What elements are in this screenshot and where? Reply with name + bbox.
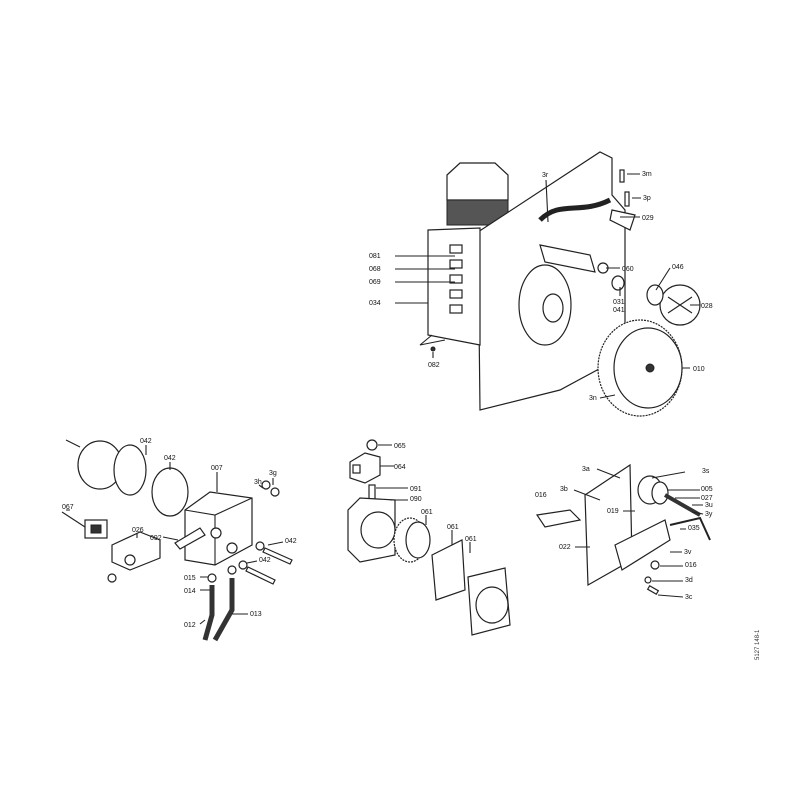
coil-026	[107, 531, 161, 583]
o-ring-part	[113, 444, 147, 496]
part-label: 061	[465, 536, 477, 543]
part-label: 3y	[705, 511, 713, 518]
pump-block-group: 042 042 007 3h 3g 067 026 092 042 042 01…	[61, 438, 297, 642]
part-label: 026	[132, 527, 144, 534]
part-label: 091	[410, 486, 422, 493]
part-label: 013	[250, 611, 262, 618]
part-label: 3d	[685, 577, 693, 584]
part-label: 012	[184, 622, 196, 629]
transformer-005	[637, 475, 701, 517]
part-label: 046	[672, 264, 684, 271]
filter-061	[393, 517, 431, 563]
part-label: 016	[685, 562, 697, 569]
part-label: 019	[607, 508, 619, 515]
screw-part	[430, 169, 636, 352]
valve-block-007	[184, 491, 253, 566]
part-label: 092	[150, 535, 162, 542]
part-label: 042	[164, 455, 176, 462]
part-label: 015	[184, 575, 196, 582]
motor-part	[518, 264, 572, 346]
part-label: 3m	[642, 171, 652, 178]
part-label: 3p	[643, 195, 651, 202]
part-label: 3n	[589, 395, 597, 402]
part-label: 060	[622, 266, 634, 273]
part-label: 010	[693, 366, 705, 373]
ring-nut-part	[151, 467, 189, 517]
terminal-block	[427, 227, 481, 346]
part-label: 082	[428, 362, 440, 369]
part-label: 3s	[702, 468, 710, 475]
plug-067	[61, 511, 108, 539]
part-label: 016	[535, 492, 547, 499]
ignition-bracket	[614, 519, 671, 571]
part-label: 3b	[560, 486, 568, 493]
part-label: 042	[285, 538, 297, 545]
capacitor-part	[539, 244, 596, 273]
part-label: 027	[701, 495, 713, 502]
part-label: 029	[642, 215, 654, 222]
part-label: 014	[184, 588, 196, 595]
nut-065	[366, 439, 378, 451]
part-label: 3h	[254, 479, 262, 486]
drawing-code: 5127 148-1	[755, 629, 761, 660]
part-label: 3g	[269, 470, 277, 477]
housing-group: 3r 3m 3p 029 081 068 069 034 060 046 031…	[369, 151, 713, 417]
stem-092	[174, 527, 206, 550]
electrode-016	[535, 509, 582, 528]
part-label: 064	[394, 464, 406, 471]
part-label: 042	[259, 557, 271, 564]
part-label: 061	[421, 509, 433, 516]
part-label: 035	[688, 525, 700, 532]
fan-wheel-part	[597, 319, 683, 417]
bolts	[238, 480, 293, 585]
part-label: 3v	[684, 549, 692, 556]
part-label: 022	[559, 544, 571, 551]
part-label: 041	[613, 307, 625, 314]
part-label: 028	[701, 303, 713, 310]
part-label: 065	[394, 443, 406, 450]
cable-part	[538, 197, 612, 222]
pump-body	[347, 497, 396, 563]
part-label: 067	[62, 504, 74, 511]
part-label: 007	[211, 465, 223, 472]
part-label: 069	[369, 279, 381, 286]
oil-pump-group: 065 064 091 090 061 061 061	[347, 439, 511, 636]
part-label: 3r	[542, 172, 549, 179]
cover-part	[467, 567, 511, 636]
gasket-061	[431, 539, 466, 601]
nozzle-holder-part	[65, 439, 123, 490]
part-label: 3c	[685, 594, 693, 601]
part-label: 034	[369, 300, 381, 307]
coil-064	[349, 452, 381, 484]
part-label: 068	[369, 266, 381, 273]
hoses-012-013	[202, 565, 237, 642]
part-label: 042	[140, 438, 152, 445]
transformer-part	[446, 162, 509, 226]
ignition-group: 3a 3s 3b 005 016 027 3u 3y 019 035 022 3…	[535, 463, 713, 601]
part-label: 031	[613, 299, 625, 306]
cable-035	[669, 516, 711, 541]
part-label: 061	[447, 524, 459, 531]
part-label: 3u	[705, 502, 713, 509]
part-label: 090	[410, 496, 422, 503]
part-label: 3a	[582, 466, 590, 473]
part-label: 005	[701, 486, 713, 493]
part-label: 081	[369, 253, 381, 260]
